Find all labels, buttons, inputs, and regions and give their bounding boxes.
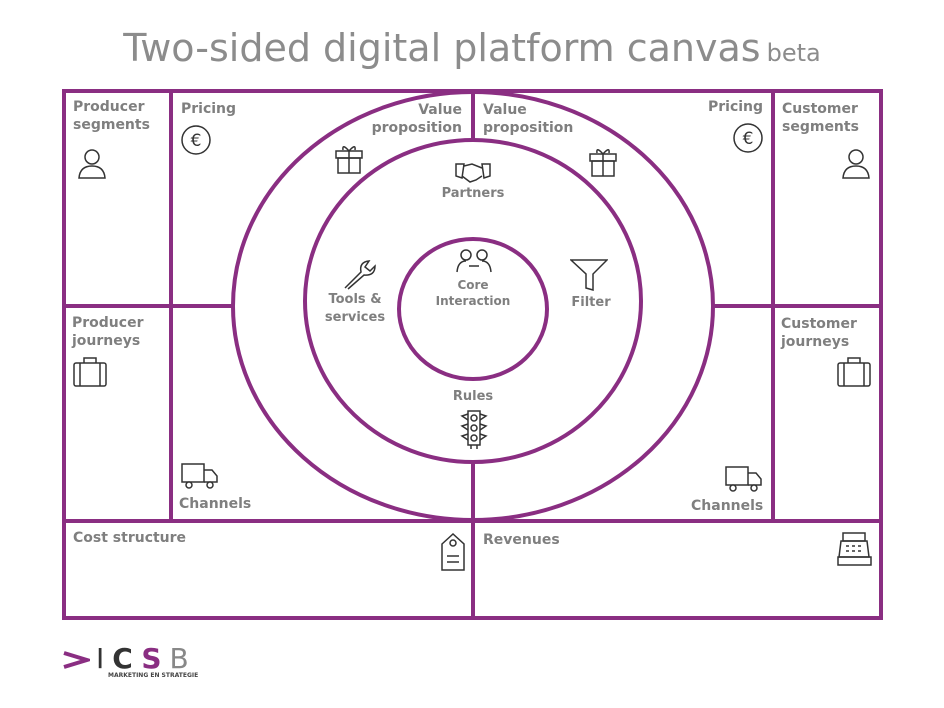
pricing-right-label: Pricing (708, 99, 764, 115)
price-tag-icon (441, 532, 465, 571)
logo-text: ICSB (96, 642, 197, 675)
svg-text:€: € (191, 131, 202, 151)
wrench-icon (344, 260, 376, 290)
customer-journeys-label: Customer journeys (781, 316, 857, 350)
truck-icon (181, 463, 218, 489)
customer-segments-label: Customer segments (782, 101, 859, 135)
people-interaction-icon (456, 249, 492, 273)
cash-register-icon (837, 532, 872, 566)
person-icon (842, 149, 870, 179)
gift-icon (335, 146, 363, 174)
truck-icon (725, 466, 762, 492)
partners-label: Partners (441, 186, 505, 201)
core-interaction-label: Core Interaction (435, 278, 511, 308)
channels-left-label: Channels (179, 496, 252, 512)
value-proposition-left-label: Value proposition (371, 102, 462, 136)
producer-segments-label: Producer segments (73, 99, 150, 133)
title-text: Two-sided digital platform canvas (123, 26, 761, 70)
pricing-left-label: Pricing (181, 101, 237, 117)
euro-icon: € (733, 123, 763, 153)
filter-icon (570, 259, 608, 291)
filter-label: Filter (571, 295, 611, 310)
svg-text:€: € (743, 129, 754, 149)
euro-icon: € (181, 125, 211, 155)
title-beta: beta (766, 39, 821, 67)
producer-journeys-label: Producer journeys (72, 315, 144, 349)
gift-icon (589, 149, 617, 177)
logo-tagline: MARKETING EN STRATEGIE (108, 672, 199, 679)
tools-services-label: Tools & services (324, 292, 386, 325)
suitcase-icon (837, 357, 871, 387)
rules-label: Rules (452, 389, 494, 404)
value-proposition-right-label: Value proposition (483, 102, 574, 136)
revenues-label: Revenues (483, 532, 560, 548)
cost-structure-label: Cost structure (73, 530, 187, 546)
person-icon (78, 149, 106, 179)
handshake-icon (455, 163, 491, 183)
logo-chevron-icon (63, 651, 90, 669)
suitcase-icon (73, 357, 107, 387)
channels-right-label: Channels (691, 498, 764, 514)
traffic-light-icon (460, 410, 488, 449)
